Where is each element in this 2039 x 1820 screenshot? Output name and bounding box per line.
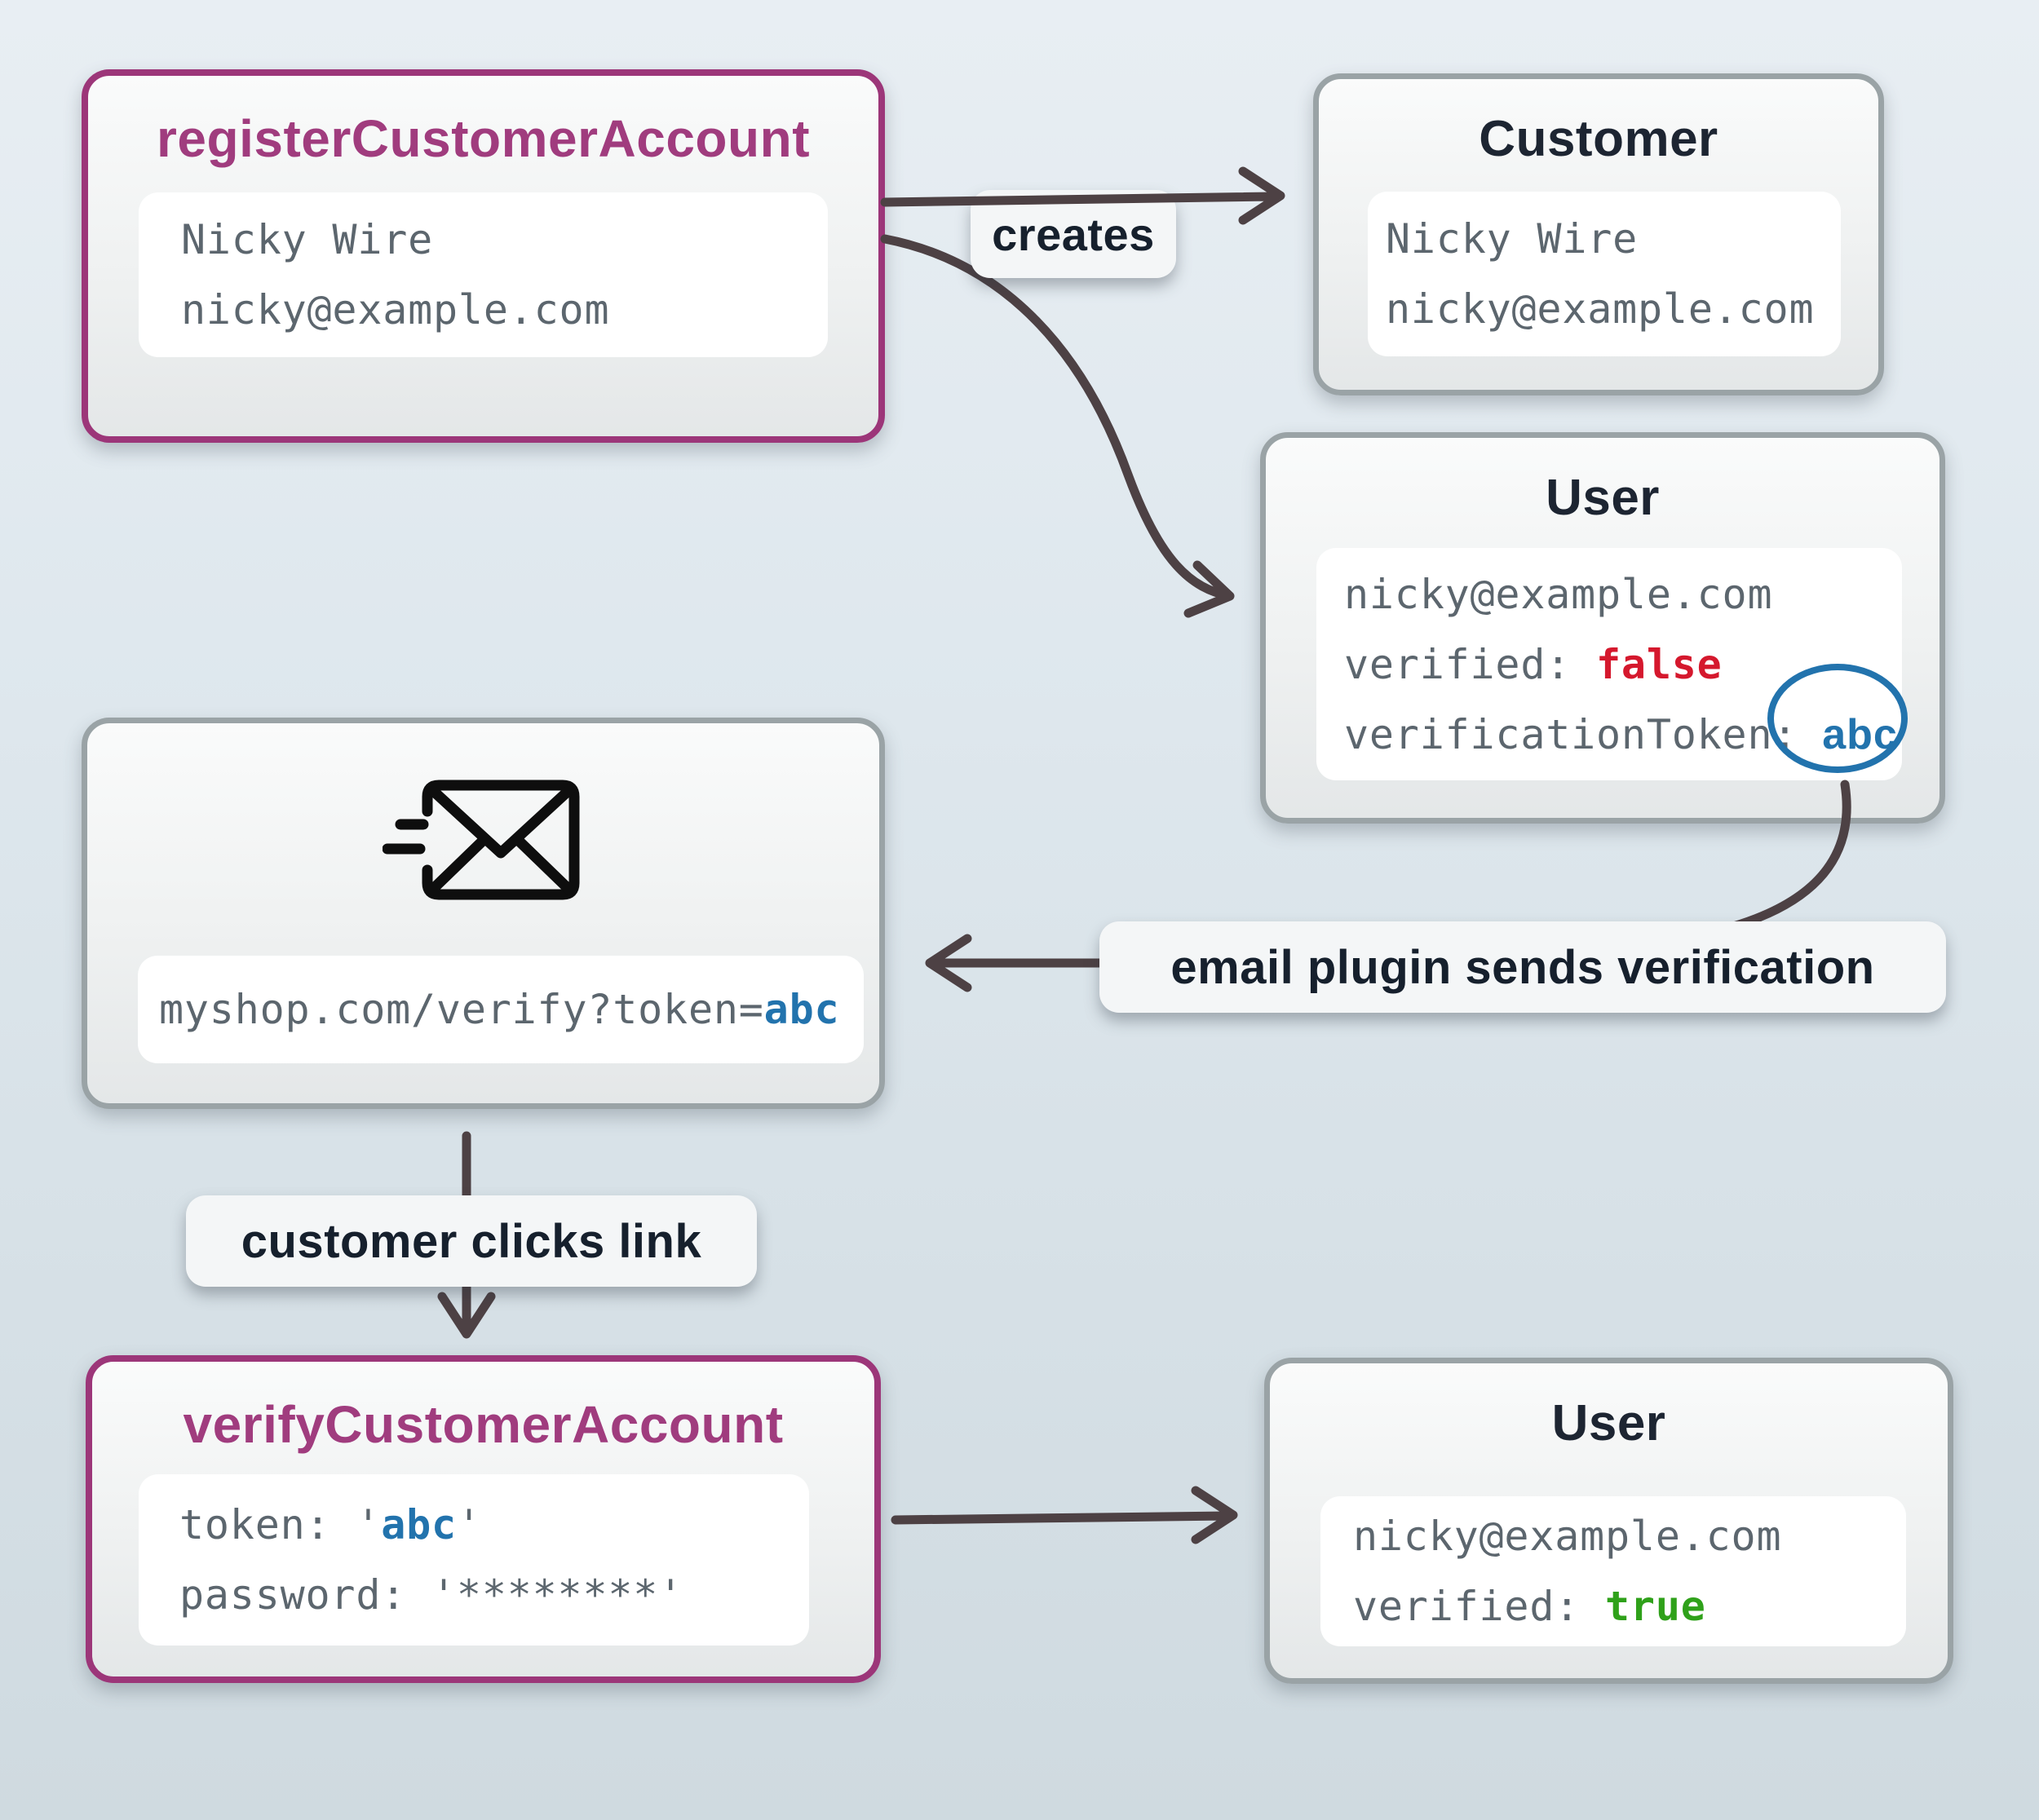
link-token-value: abc xyxy=(763,986,840,1033)
email-send-icon xyxy=(383,780,580,900)
user-unverified-token-line: verificationToken:abc xyxy=(1344,710,1898,758)
customer-node-title: Customer xyxy=(1479,111,1718,167)
arrow-emailplugin-to-email xyxy=(925,934,1121,992)
verification-link-card: myshop.com/verify?token=abc xyxy=(138,956,864,1063)
register-email-text: nicky@example.com xyxy=(181,286,610,334)
register-input-card: Nicky Wire nicky@example.com xyxy=(139,192,828,357)
register-node-title: registerCustomerAccount xyxy=(157,109,810,168)
user-verified-title: User xyxy=(1551,1395,1666,1451)
arrow-verify-to-user xyxy=(891,1486,1238,1544)
user-unverified-record-card: nicky@example.com verified: false verifi… xyxy=(1316,548,1902,780)
verified-true-value: true xyxy=(1605,1583,1706,1630)
arrow-register-to-user xyxy=(880,234,1235,618)
verification-token-value: abc xyxy=(1822,710,1898,758)
verify-customer-account-node: verifyCustomerAccount token: 'abc' passw… xyxy=(86,1355,881,1683)
user-verified-node: User nicky@example.com verified: true xyxy=(1264,1358,1953,1684)
customer-email-text: nicky@example.com xyxy=(1386,285,1815,333)
verified-false-value: false xyxy=(1596,640,1723,688)
label-customer-clicks-link: customer clicks link xyxy=(186,1195,757,1287)
user-unverified-email-text: nicky@example.com xyxy=(1344,570,1773,618)
customer-node: Customer Nicky Wire nicky@example.com xyxy=(1313,73,1884,395)
verify-token-line: token: 'abc' xyxy=(179,1501,482,1548)
verify-node-title: verifyCustomerAccount xyxy=(183,1395,784,1454)
user-unverified-node: User nicky@example.com verified: false v… xyxy=(1260,432,1945,824)
register-name-text: Nicky Wire xyxy=(181,216,434,263)
label-email-plugin-sends-verification: email plugin sends verification xyxy=(1099,921,1946,1013)
customer-record-card: Nicky Wire nicky@example.com xyxy=(1368,192,1841,356)
user-unverified-verified-line: verified: false xyxy=(1344,640,1723,688)
user-verified-verified-line: verified: true xyxy=(1353,1583,1706,1630)
verify-password-line: password: '********' xyxy=(179,1571,684,1619)
user-verified-email-text: nicky@example.com xyxy=(1353,1513,1782,1560)
user-verified-record-card: nicky@example.com verified: true xyxy=(1320,1496,1906,1646)
verification-email-node: myshop.com/verify?token=abc xyxy=(82,718,885,1109)
verify-token-value: abc xyxy=(381,1501,457,1548)
verification-link-text: myshop.com/verify?token=abc xyxy=(159,986,840,1033)
verify-input-card: token: 'abc' password: '********' xyxy=(139,1474,809,1646)
customer-name-text: Nicky Wire xyxy=(1386,215,1639,263)
register-customer-account-node: registerCustomerAccount Nicky Wire nicky… xyxy=(82,69,885,443)
label-creates: creates xyxy=(971,190,1176,278)
user-unverified-title: User xyxy=(1546,470,1660,526)
